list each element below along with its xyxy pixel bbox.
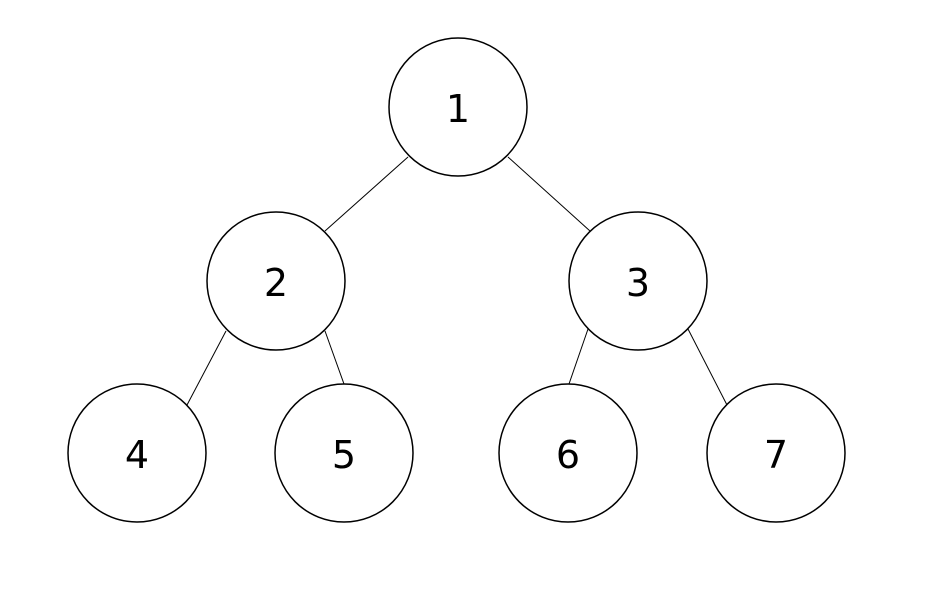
tree-node-7: 7 (706, 383, 846, 523)
node-label: 2 (264, 261, 288, 305)
tree-node-1: 1 (388, 37, 528, 177)
node-label: 4 (125, 433, 149, 477)
node-circle (388, 37, 528, 177)
tree-node-2: 2 (206, 211, 346, 351)
edge-3-6 (568, 328, 589, 385)
node-label: 7 (764, 433, 788, 477)
edge-3-7 (687, 328, 728, 406)
node-label: 1 (446, 87, 470, 131)
edge-2-4 (186, 330, 227, 406)
tree-node-3: 3 (568, 211, 708, 351)
node-circle (206, 211, 346, 351)
edge-1-2 (324, 156, 409, 232)
node-circle (67, 383, 207, 523)
tree-node-5: 5 (274, 383, 414, 523)
edge-2-5 (324, 330, 345, 385)
node-circle (706, 383, 846, 523)
nodes-layer: 1 2 3 4 5 6 7 (67, 37, 846, 523)
tree-node-6: 6 (498, 383, 638, 523)
node-label: 3 (626, 261, 650, 305)
edge-1-3 (507, 156, 591, 232)
node-label: 5 (332, 433, 356, 477)
node-label: 6 (556, 433, 580, 477)
node-circle (568, 211, 708, 351)
tree-node-4: 4 (67, 383, 207, 523)
node-circle (498, 383, 638, 523)
edges-layer (186, 156, 728, 406)
node-circle (274, 383, 414, 523)
